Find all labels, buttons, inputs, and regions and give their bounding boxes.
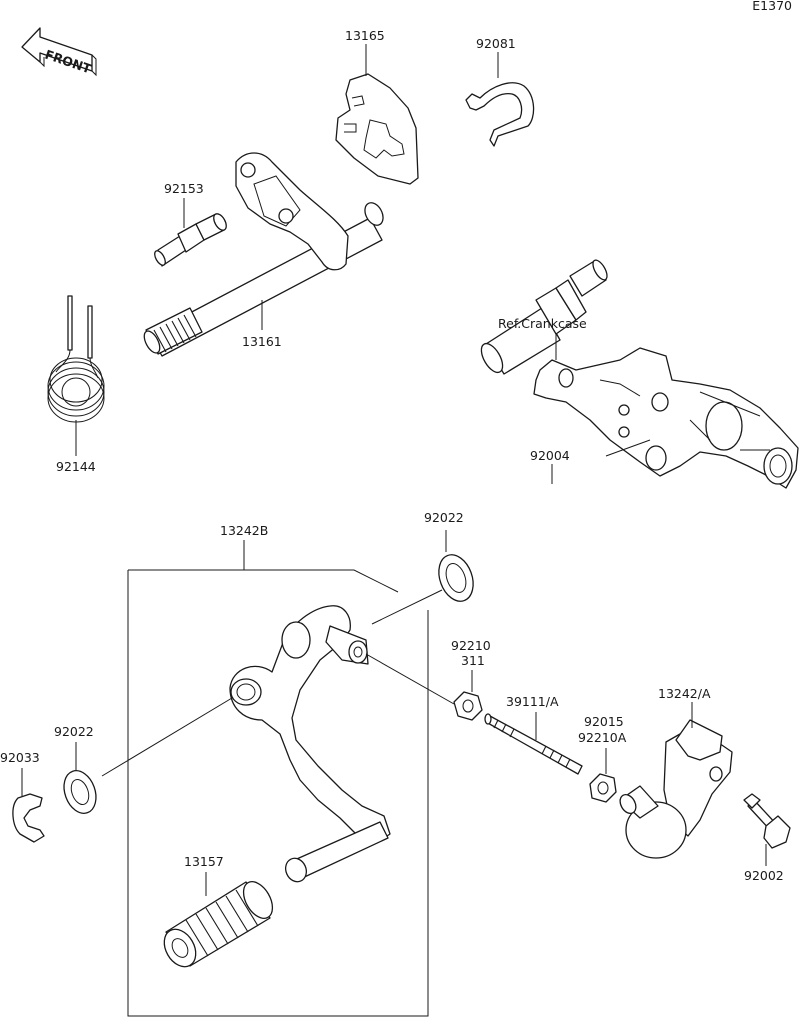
label-92002: 92002 bbox=[744, 868, 784, 883]
label-13242B: 13242B bbox=[220, 523, 268, 538]
label-ref-crankcase: Ref.Crankcase bbox=[498, 316, 587, 331]
label-92022-lower: 92022 bbox=[54, 724, 94, 739]
washer-92022-lower bbox=[63, 770, 97, 814]
label-13157: 13157 bbox=[184, 854, 224, 869]
label-92153: 92153 bbox=[164, 181, 204, 196]
label-92081: 92081 bbox=[476, 36, 516, 51]
label-13242-A: 13242/A bbox=[658, 686, 711, 701]
rod-end-13242-A bbox=[619, 719, 733, 859]
shift-lever-13242B bbox=[229, 605, 391, 883]
shift-plate-13165 bbox=[335, 73, 419, 185]
pin-92153 bbox=[154, 213, 227, 267]
nut-92210 bbox=[453, 691, 483, 721]
front-arrow-icon: FRONT bbox=[21, 27, 97, 77]
shift-shaft-13161 bbox=[143, 152, 384, 357]
label-92022-upper: 92022 bbox=[424, 510, 464, 525]
torsion-spring-92144 bbox=[47, 295, 105, 423]
nut-92015 bbox=[589, 773, 617, 803]
leader-lines bbox=[21, 44, 767, 896]
bracket-13242B bbox=[127, 569, 429, 1017]
label-92004: 92004 bbox=[530, 448, 570, 463]
label-39111-A: 39111/A bbox=[506, 694, 559, 709]
diagram-code: E1370 bbox=[752, 0, 792, 13]
label-92210A: 92210A bbox=[578, 730, 627, 745]
label-92033: 92033 bbox=[0, 750, 40, 765]
spring-clip-92081 bbox=[465, 82, 535, 147]
label-92144: 92144 bbox=[56, 459, 96, 474]
bolt-92002 bbox=[743, 793, 791, 849]
label-13161: 13161 bbox=[242, 334, 282, 349]
pedal-rubber-13157 bbox=[163, 881, 274, 968]
crankcase-reference bbox=[533, 347, 799, 489]
washer-92022-upper bbox=[438, 554, 474, 602]
pivot-bolt-92004 bbox=[480, 259, 651, 457]
label-92015: 92015 bbox=[584, 714, 624, 729]
tie-rod-39111-A bbox=[484, 713, 583, 775]
label-13165: 13165 bbox=[345, 28, 385, 43]
label-92210: 92210 bbox=[451, 638, 491, 653]
circlip-92033 bbox=[12, 793, 45, 843]
label-311: 311 bbox=[461, 653, 485, 668]
